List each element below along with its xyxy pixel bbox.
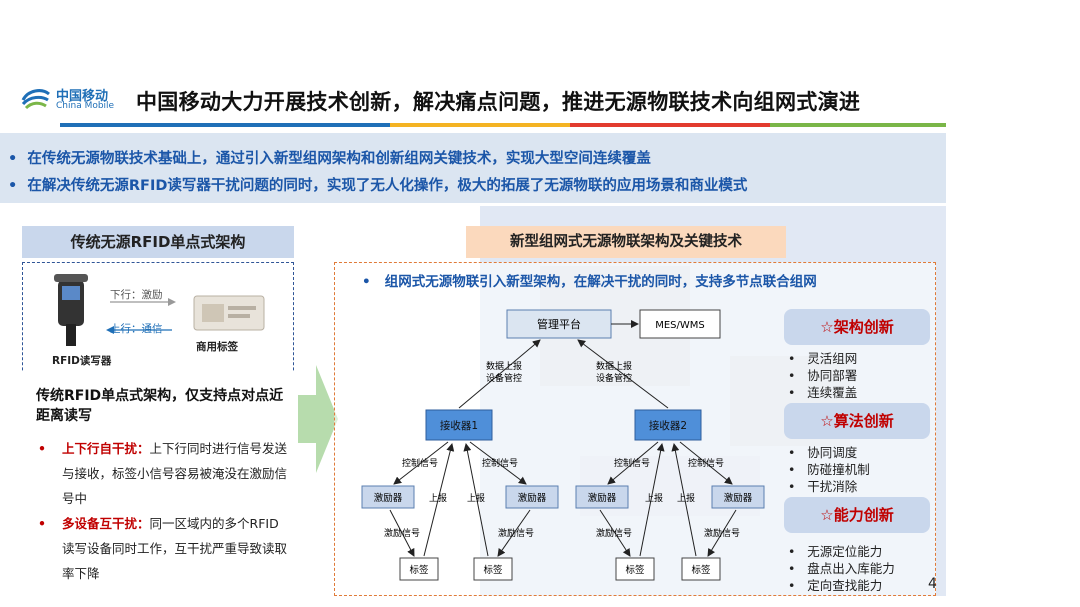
network-architecture-diagram: 管理平台 MES/WMS 接收器1 接收器2 数据上报 设备管控 数据上报 设备… bbox=[361, 309, 765, 581]
capability-innovation-badge: ☆能力创新 bbox=[784, 497, 930, 533]
tag-node bbox=[615, 557, 655, 581]
china-mobile-logo-icon bbox=[21, 89, 50, 110]
transition-arrow-icon bbox=[298, 365, 338, 473]
exciter-label: 激励器 bbox=[724, 492, 753, 504]
title-color-rule bbox=[60, 123, 946, 127]
uplink-label: 上行：通信 bbox=[110, 323, 163, 335]
receiver-2-node bbox=[634, 409, 702, 441]
report-label: 上报 bbox=[467, 492, 485, 504]
rfid-illustration bbox=[54, 274, 265, 346]
capability-innovation-list: • 无源定位能力 • 盘点出入库能力 • 定向查找能力 bbox=[788, 544, 895, 593]
algorithm-innovation-list: • 协同调度 • 防碰撞机制 • 干扰消除 bbox=[788, 445, 870, 494]
reader-label: RFID读写器 bbox=[52, 355, 112, 367]
page-number: 4 bbox=[928, 576, 937, 592]
tag-label: 标签 bbox=[625, 564, 645, 576]
report-label: 上报 bbox=[645, 492, 663, 504]
excitation-signal-label: 激励信号 bbox=[704, 527, 740, 539]
architecture-innovation-badge: ☆架构创新 bbox=[784, 309, 930, 345]
left-panel-heading: 传统无源RFID单点式架构 bbox=[22, 226, 294, 258]
tag-label: 标签 bbox=[691, 564, 711, 576]
exciter-node bbox=[575, 485, 629, 509]
architecture-innovation-list: • 灵活组网 • 协同部署 • 连续覆盖 bbox=[788, 351, 858, 400]
summary-bullet-1: • 在传统无源物联技术基础上，通过引入新型组网架构和创新组网关键技术，实现大型空… bbox=[8, 151, 651, 167]
rfid-tag-icon bbox=[193, 295, 265, 331]
control-signal-label: 控制信号 bbox=[482, 457, 518, 469]
left-panel-text-area bbox=[22, 372, 294, 596]
report-label: 上报 bbox=[677, 492, 695, 504]
issue-title: 多设备互干扰： bbox=[62, 516, 150, 531]
summary-band: • 在传统无源物联技术基础上，通过引入新型组网架构和创新组网关键技术，实现大型空… bbox=[0, 133, 946, 203]
excitation-signal-label: 激励信号 bbox=[384, 527, 420, 539]
tag-label: 商用标签 bbox=[196, 341, 238, 353]
tag-label: 标签 bbox=[483, 564, 503, 576]
issue-mutual-interference: • 多设备互干扰：同一区域内的多个RFID读写设备同时工作，互干扰严重导致读取率… bbox=[38, 516, 288, 581]
report-label-left-2: 设备管控 bbox=[486, 372, 522, 384]
control-signal-label: 控制信号 bbox=[688, 457, 724, 469]
report-label: 上报 bbox=[429, 492, 447, 504]
downlink-label: 下行：激励 bbox=[110, 289, 163, 301]
tag-label: 标签 bbox=[409, 564, 429, 576]
algorithm-innovation-badge: ☆算法创新 bbox=[784, 403, 930, 439]
exciter-label: 激励器 bbox=[518, 492, 547, 504]
mes-label: MES/WMS bbox=[655, 320, 705, 331]
exciter-node bbox=[711, 485, 765, 509]
control-signal-label: 控制信号 bbox=[402, 457, 438, 469]
right-panel-heading: 新型组网式无源物联架构及关键技术 bbox=[466, 226, 786, 258]
control-signal-label: 控制信号 bbox=[614, 457, 650, 469]
china-mobile-logo: 中国移动 China Mobile bbox=[20, 83, 120, 115]
receiver-1-node bbox=[425, 409, 493, 441]
issue-text: 上下行同时进行信号发送与接收，标签小信号容易被淹没在激励信号中 bbox=[62, 441, 288, 506]
right-panel-bullet: • 组网式无源物联引入新型架构，在解决干扰的同时，支持多节点联合组网 bbox=[362, 274, 817, 290]
tag-node bbox=[681, 557, 721, 581]
receiver-2-label: 接收器2 bbox=[649, 419, 687, 432]
tag-node bbox=[473, 557, 513, 581]
issue-self-interference: • 上下行自干扰：上下行同时进行信号发送与接收，标签小信号容易被淹没在激励信号中 bbox=[38, 441, 288, 506]
exciter-label: 激励器 bbox=[588, 492, 617, 504]
excitation-signal-label: 激励信号 bbox=[596, 527, 632, 539]
rfid-reader-icon bbox=[54, 274, 88, 346]
mes-node bbox=[639, 309, 721, 339]
issue-title: 上下行自干扰： bbox=[62, 441, 150, 456]
platform-label: 管理平台 bbox=[537, 317, 581, 331]
logo-en-text: China Mobile bbox=[56, 101, 115, 111]
exciter-label: 激励器 bbox=[374, 492, 403, 504]
report-label-right-1: 数据上报 bbox=[596, 360, 632, 372]
exciter-node bbox=[505, 485, 559, 509]
exciter-node bbox=[361, 485, 415, 509]
left-claim: 传统RFID单点式架构，仅支持点对点近距离读写 bbox=[36, 388, 284, 424]
excitation-signal-label: 激励信号 bbox=[498, 527, 534, 539]
logo-cn-text: 中国移动 bbox=[56, 89, 109, 104]
page-title: 中国移动大力开展技术创新，解决痛点问题，推进无源物联技术向组网式演进 bbox=[136, 90, 861, 114]
report-label-right-2: 设备管控 bbox=[596, 372, 632, 384]
tag-node bbox=[399, 557, 439, 581]
receiver-1-label: 接收器1 bbox=[440, 419, 478, 432]
report-label-left-1: 数据上报 bbox=[486, 360, 522, 372]
summary-bullet-2: • 在解决传统无源RFID读写器干扰问题的同时，实现了无人化操作，极大的拓展了无… bbox=[8, 178, 748, 194]
issue-text: 同一区域内的多个RFID读写设备同时工作，互干扰严重导致读取率下降 bbox=[62, 516, 288, 581]
